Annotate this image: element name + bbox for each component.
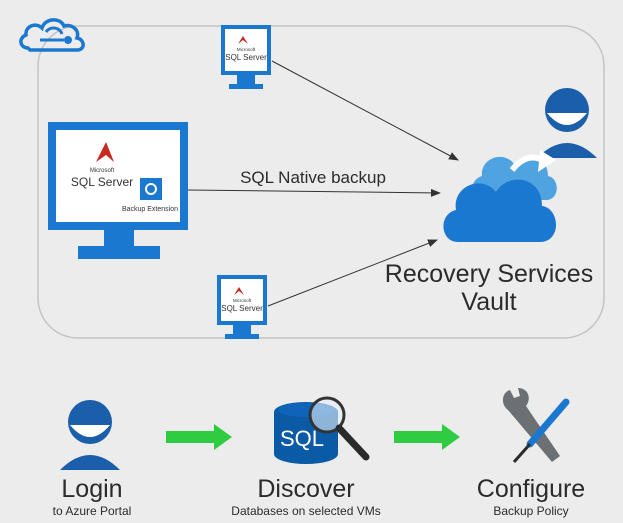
wrench-screwdriver-icon: [502, 388, 570, 463]
step-login-subtitle: to Azure Portal: [53, 504, 132, 518]
vm-top-brand: SQL Server: [225, 53, 267, 62]
green-arrow-2: [394, 424, 460, 450]
vault-label-line2: Vault: [461, 288, 516, 316]
vm-bottom: Microsoft SQL Server: [217, 275, 267, 339]
step-configure-title: Configure: [477, 475, 585, 503]
step-configure-subtitle: Backup Policy: [493, 504, 568, 518]
vm-bottom-brand: SQL Server: [221, 304, 263, 313]
arrow-label: SQL Native backup: [240, 168, 386, 187]
recovery-vault-cloud-icon: [443, 150, 557, 242]
step-login-title: Login: [61, 475, 122, 503]
arrow-main-to-vault: [187, 188, 441, 197]
azure-cloud-icon: [19, 18, 85, 52]
login-user-icon: [60, 400, 120, 470]
azure-region-frame: [37, 25, 605, 339]
vm-bottom-brand-small: Microsoft: [233, 298, 252, 303]
admin-user-icon: [537, 88, 597, 158]
green-arrow-1: [166, 424, 232, 450]
backup-extension-icon: [140, 178, 162, 200]
sql-server-logo-icon: [96, 142, 114, 162]
step-discover-subtitle: Databases on selected VMs: [231, 504, 380, 518]
vm-large: Microsoft SQL Server Backup Extension: [48, 122, 188, 259]
sql-database-icon: [274, 396, 370, 464]
vm-top-brand-small: Microsoft: [237, 47, 256, 52]
vault-label-line1: Recovery Services: [385, 260, 593, 288]
arrow-top-to-vault: [271, 60, 459, 161]
vm-large-brand-small: Microsoft: [90, 168, 115, 174]
vm-top: Microsoft SQL Server: [221, 25, 271, 89]
backup-extension-label: Backup Extension: [122, 206, 178, 213]
arrow-bottom-to-vault: [267, 239, 438, 307]
step-discover-title: Discover: [257, 475, 354, 503]
sql-server-logo-icon: [234, 287, 244, 295]
sql-database-label: SQL: [280, 426, 324, 451]
sql-server-logo-icon: [238, 36, 248, 44]
vm-large-brand: SQL Server: [71, 175, 133, 189]
